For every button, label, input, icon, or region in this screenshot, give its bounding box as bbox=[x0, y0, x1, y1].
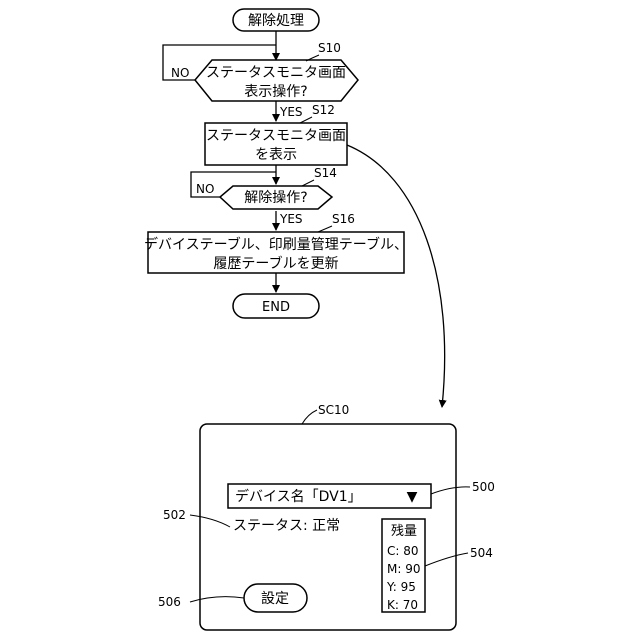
s14-no-label: NO bbox=[196, 182, 214, 196]
ref-502-label: 502 bbox=[163, 508, 186, 522]
s16-line2: 履歴テーブルを更新 bbox=[213, 255, 338, 272]
dropdown-arrow-icon[interactable]: ▼ bbox=[407, 489, 418, 505]
settings-button-label: 設定 bbox=[261, 591, 289, 607]
remaining-item-c: C: 80 bbox=[387, 544, 419, 558]
start-label: 解除処理 bbox=[248, 13, 304, 29]
s14-step-label: S14 bbox=[314, 166, 337, 180]
end-label: END bbox=[262, 300, 290, 315]
settings-button[interactable]: 設定 bbox=[244, 584, 307, 612]
s12-to-screen-arrow bbox=[347, 145, 445, 407]
start-terminal: 解除処理 bbox=[233, 9, 319, 31]
device-select[interactable]: デバイス名「DV1」 ▼ bbox=[228, 484, 431, 508]
s14-yes-label: YES bbox=[279, 212, 303, 226]
device-select-value: デバイス名「DV1」 bbox=[235, 488, 362, 505]
screen-id-leader bbox=[302, 410, 317, 424]
screen-id-label: SC10 bbox=[318, 403, 349, 417]
ref-504-label: 504 bbox=[470, 546, 493, 560]
s14-text: 解除操作? bbox=[244, 190, 307, 206]
s12-line1: ステータスモニタ画面 bbox=[206, 128, 346, 144]
ref-506-label: 506 bbox=[158, 595, 181, 609]
s10-line1: ステータスモニタ画面 bbox=[206, 65, 346, 81]
s10-no-label: NO bbox=[171, 66, 189, 80]
ref-500-label: 500 bbox=[472, 480, 495, 494]
s16-step-label: S16 bbox=[332, 212, 355, 226]
s12-line2: を表示 bbox=[255, 147, 297, 163]
s10-line2: 表示操作? bbox=[244, 84, 307, 100]
remaining-item-m: M: 90 bbox=[387, 562, 420, 576]
s10-yes-label: YES bbox=[279, 105, 303, 119]
status-text: ステータス: 正常 bbox=[233, 518, 340, 534]
s14-decision: 解除操作? NO YES S14 bbox=[196, 166, 337, 226]
end-terminal: END bbox=[233, 294, 319, 318]
remaining-title: 残量 bbox=[391, 524, 417, 539]
s10-step-label: S10 bbox=[318, 41, 341, 55]
s16-line1: デバイステーブル、印刷量管理テーブル、 bbox=[144, 236, 408, 253]
s12-step-label: S12 bbox=[312, 103, 335, 117]
remaining-panel: 残量 C: 80 M: 90 Y: 95 K: 70 bbox=[382, 519, 425, 612]
remaining-item-y: Y: 95 bbox=[386, 580, 416, 594]
s16-leader bbox=[318, 226, 332, 232]
s14-leader bbox=[302, 180, 314, 186]
screen-sc10: SC10 デバイス名「DV1」 ▼ 500 ステータス: 正常 502 残量 C… bbox=[158, 403, 495, 630]
remaining-item-k: K: 70 bbox=[387, 598, 418, 612]
